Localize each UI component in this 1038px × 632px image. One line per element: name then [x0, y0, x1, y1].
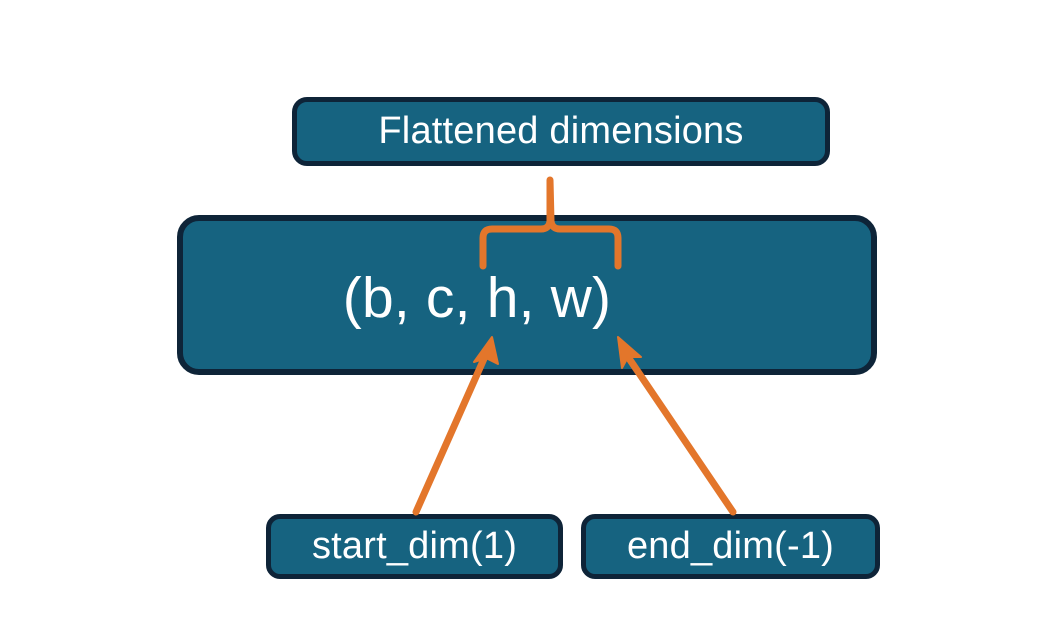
- end-dim-node: end_dim(-1): [581, 514, 880, 579]
- start-dim-node: start_dim(1): [266, 514, 563, 579]
- tensor-shape-label: (b, c, h, w): [342, 266, 612, 330]
- end-dim-label: end_dim(-1): [626, 525, 835, 567]
- flattened-dimensions-label: Flattened dimensions: [378, 110, 744, 152]
- start-dim-label: start_dim(1): [311, 525, 518, 567]
- flattened-dimensions-node: Flattened dimensions: [292, 97, 830, 166]
- tensor-shape-node: (b, c, h, w): [177, 215, 877, 375]
